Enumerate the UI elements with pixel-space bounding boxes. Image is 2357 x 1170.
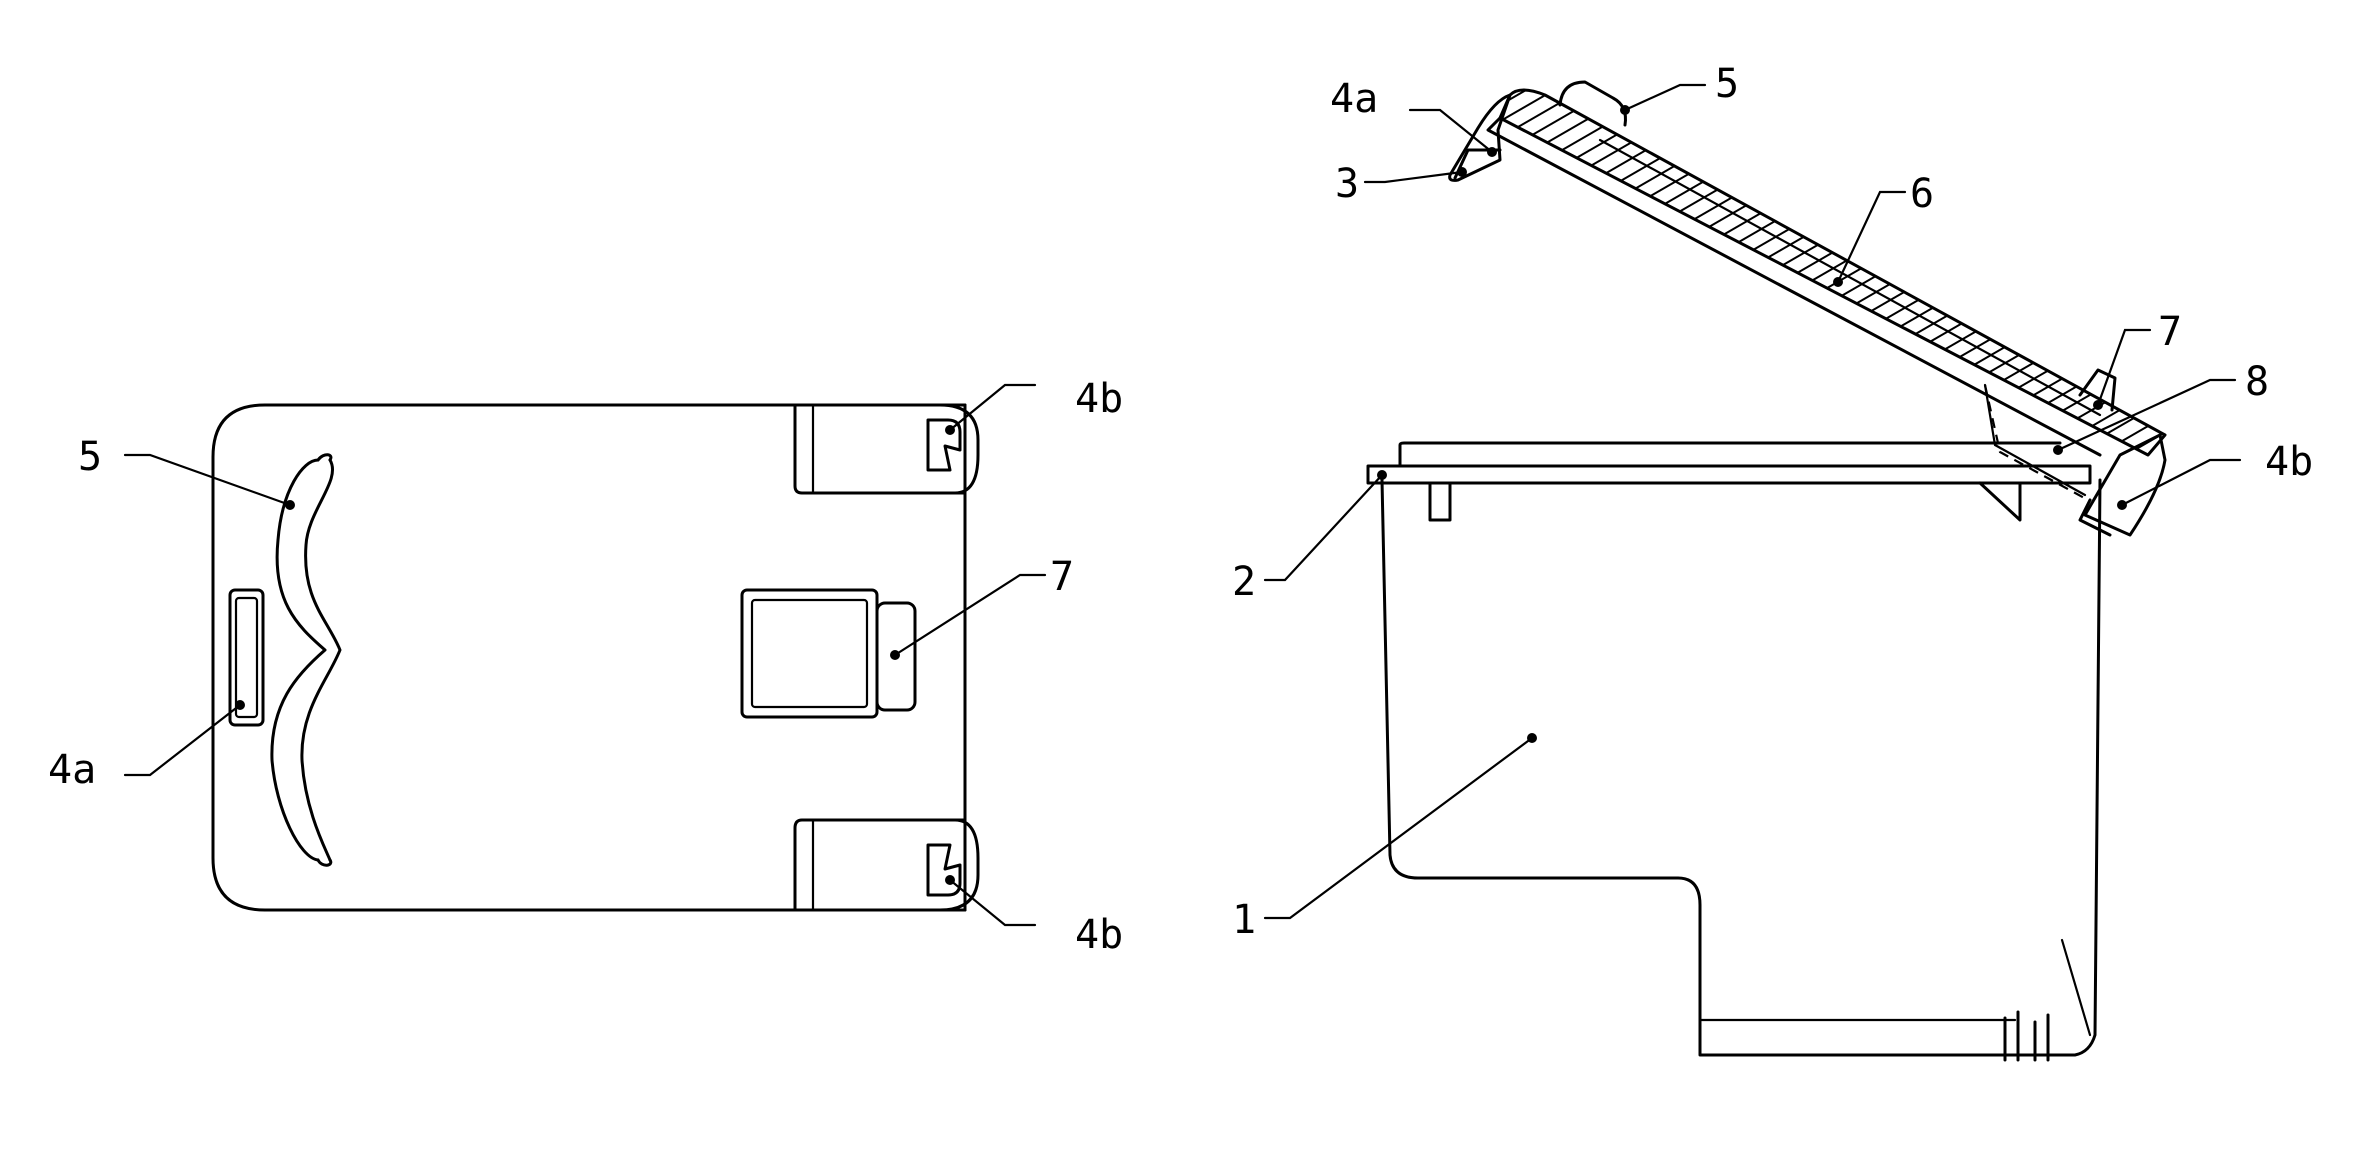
label-3: 3 bbox=[1335, 161, 1359, 207]
latch-button-top bbox=[742, 590, 915, 717]
label-7: 7 bbox=[1050, 554, 1074, 600]
lid-section bbox=[1500, 90, 2165, 455]
label-1: 1 bbox=[1232, 897, 1256, 943]
hinge-tab-top bbox=[795, 405, 978, 493]
curved-grip bbox=[272, 460, 325, 860]
label-2: 2 bbox=[1232, 559, 1256, 605]
hinge-tab-bottom bbox=[795, 820, 978, 910]
label-6: 6 bbox=[1910, 171, 1934, 217]
label-4b-bottom: 4b bbox=[1075, 912, 1123, 958]
label-7-side: 7 bbox=[2158, 309, 2182, 355]
label-4b-top: 4b bbox=[1075, 376, 1123, 422]
label-5: 5 bbox=[78, 434, 102, 480]
label-5-side: 5 bbox=[1715, 61, 1739, 107]
label-4b-side: 4b bbox=[2265, 439, 2313, 485]
lid-outline bbox=[213, 405, 965, 910]
top-view: 4b 4b 5 7 4a bbox=[48, 376, 1123, 958]
label-4a: 4a bbox=[48, 747, 96, 793]
label-8: 8 bbox=[2245, 359, 2269, 405]
label-4a-side: 4a bbox=[1330, 76, 1378, 122]
rim bbox=[1368, 443, 2090, 520]
container-body bbox=[1382, 480, 2100, 1055]
side-view: 4a 3 5 6 7 8 4b 2 1 bbox=[1232, 61, 2313, 1060]
front-slot bbox=[230, 590, 263, 725]
